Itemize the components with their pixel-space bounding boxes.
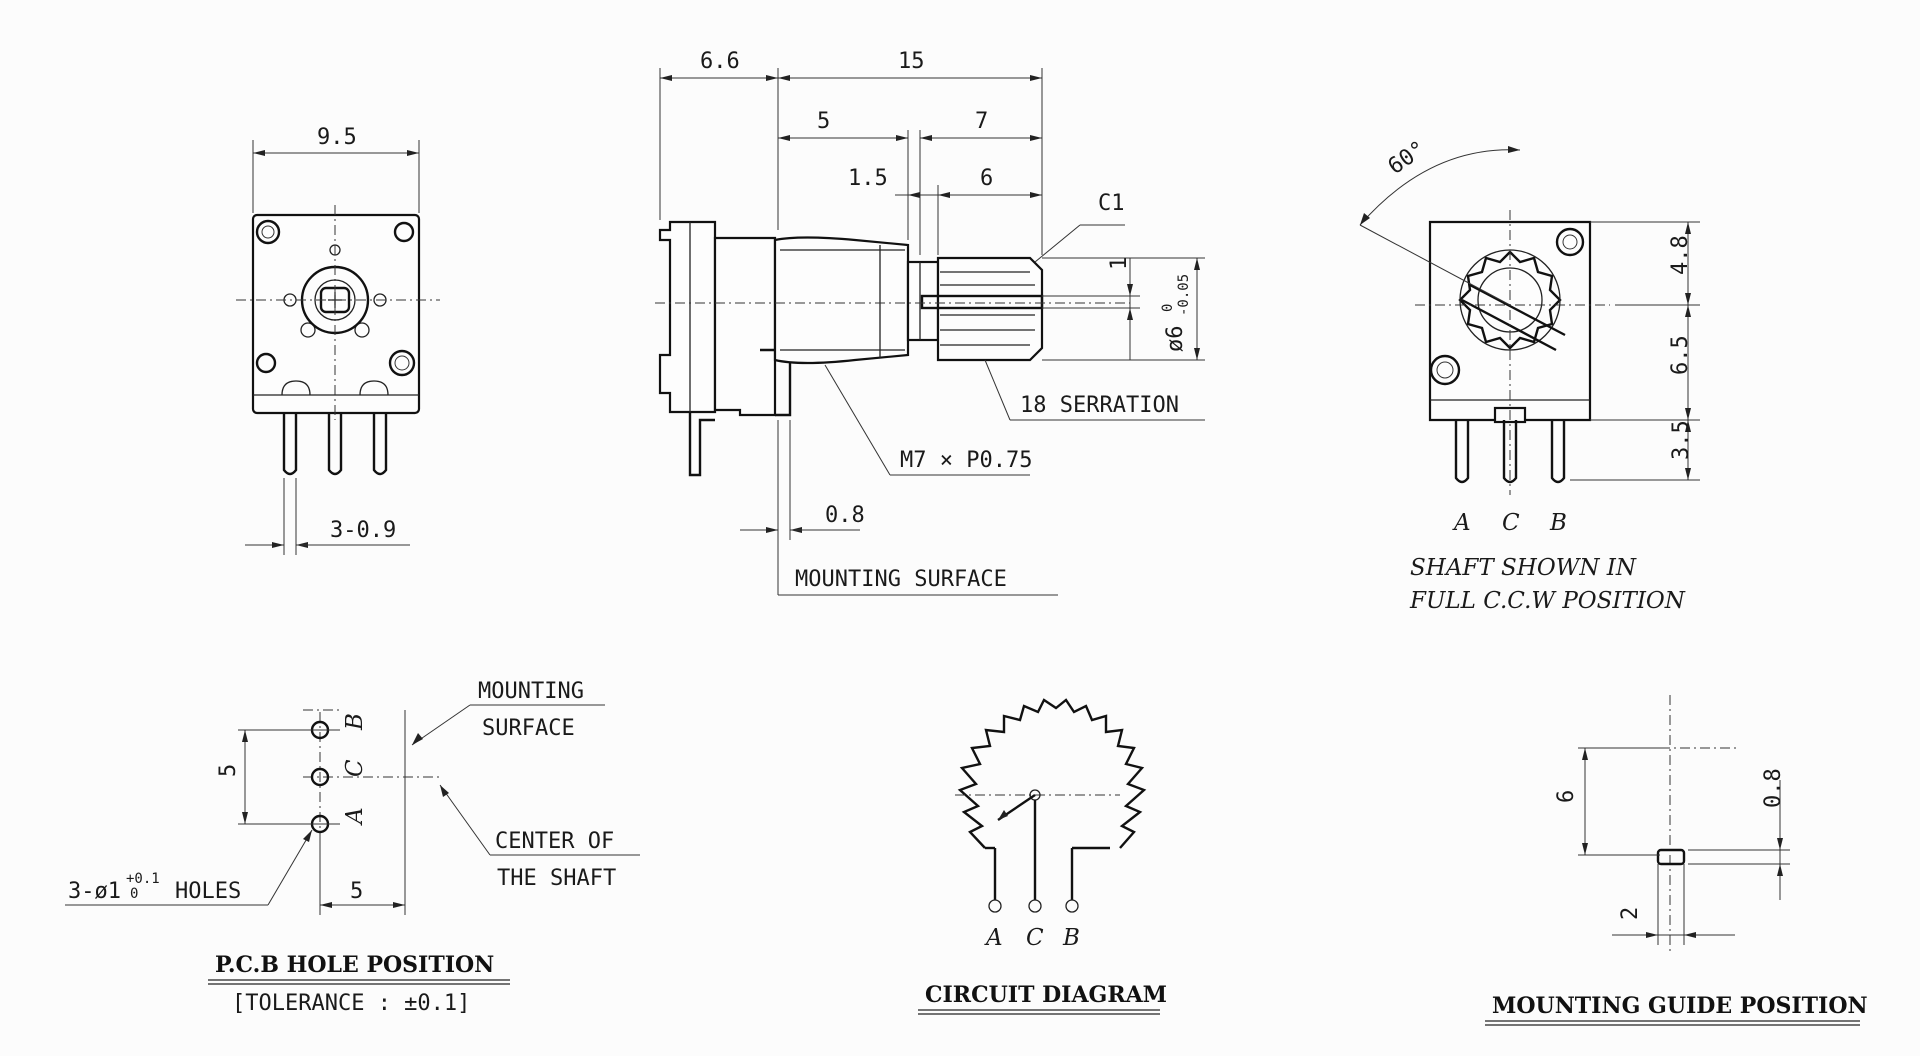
side-dim-6: 6 bbox=[980, 166, 993, 191]
pcb-mounting-line1: MOUNTING bbox=[478, 679, 584, 704]
pcb-center-line1: CENTER OF bbox=[495, 829, 614, 854]
pcb-pin-a: A bbox=[342, 807, 368, 826]
pcb-pin-c: C bbox=[342, 759, 368, 777]
rear-pin-a: A bbox=[1452, 510, 1471, 536]
side-dia: ø6 bbox=[1163, 326, 1188, 353]
rear-note-line2: FULL C.C.W POSITION bbox=[1409, 588, 1686, 614]
rear-angle: 60° bbox=[1384, 136, 1431, 179]
side-dim-6-6: 6.6 bbox=[700, 49, 740, 74]
side-dim-1-5: 1.5 bbox=[848, 166, 888, 191]
pcb-title: P.C.B HOLE POSITION bbox=[215, 952, 494, 978]
guide-dim-2: 2 bbox=[1618, 907, 1643, 920]
pcb-mounting-line2: SURFACE bbox=[482, 716, 575, 741]
side-dim-0-8: 0.8 bbox=[825, 503, 865, 528]
side-dim-1: 1 bbox=[1107, 257, 1132, 270]
side-chamfer: C1 bbox=[1098, 191, 1125, 216]
circuit-pin-b: B bbox=[1062, 925, 1080, 951]
pcb-holes-tol-top: +0.1 bbox=[126, 871, 160, 887]
side-thread: M7 × P0.75 bbox=[900, 448, 1032, 473]
side-serration: 18 SERRATION bbox=[1020, 393, 1179, 418]
side-dia-tol-top: 0 bbox=[1160, 304, 1176, 312]
rear-dim-6-5: 6.5 bbox=[1668, 335, 1693, 375]
pcb-holes-suffix: HOLES bbox=[175, 879, 241, 904]
circuit-diagram: A C B CIRCUIT DIAGRAM bbox=[918, 698, 1167, 1015]
side-dia-tol-bot: -0.05 bbox=[1176, 274, 1192, 316]
guide-title: MOUNTING GUIDE POSITION bbox=[1492, 993, 1868, 1019]
pcb-dim-vert: 5 bbox=[216, 764, 241, 777]
rear-note-line1: SHAFT SHOWN IN bbox=[1410, 555, 1637, 581]
front-pin-dim: 3-0.9 bbox=[330, 518, 396, 543]
mounting-guide-position: 6 0.8 2 MOUNTING GUIDE POSITION bbox=[1485, 695, 1868, 1026]
pcb-dim-horiz: 5 bbox=[350, 879, 363, 904]
rear-pin-b: B bbox=[1549, 510, 1567, 536]
rear-dim-4-8: 4.8 bbox=[1668, 235, 1693, 275]
pcb-holes-tol-bot: 0 bbox=[130, 886, 138, 902]
pcb-tolerance: [TOLERANCE : ±0.1] bbox=[232, 991, 470, 1016]
front-view: 9.5 3-0.9 bbox=[236, 125, 440, 555]
side-dim-15: 15 bbox=[898, 49, 925, 74]
pcb-holes-label: 3-ø1 bbox=[68, 879, 121, 904]
pcb-pin-b: B bbox=[342, 713, 368, 731]
circuit-pin-a: A bbox=[984, 925, 1003, 951]
front-width-dim: 9.5 bbox=[317, 125, 357, 150]
pcb-center-line2: THE SHAFT bbox=[497, 866, 616, 891]
rear-dim-3-5: 3.5 bbox=[1669, 420, 1694, 460]
circuit-title: CIRCUIT DIAGRAM bbox=[925, 982, 1167, 1008]
circuit-pin-c: C bbox=[1026, 925, 1044, 951]
side-mounting-surface: MOUNTING SURFACE bbox=[795, 567, 1007, 592]
rear-pin-c: C bbox=[1502, 510, 1520, 536]
pcb-hole-position: B C A 5 MOUNTING SURFACE CENTER OF THE S… bbox=[65, 679, 640, 1016]
guide-dim-6: 6 bbox=[1554, 790, 1579, 803]
guide-dim-0-8: 0.8 bbox=[1761, 768, 1786, 808]
side-view: 6.6 15 5 7 1.5 6 C1 1 ø6 0 -0.05 bbox=[655, 49, 1205, 596]
rear-view: 60° 4.8 6.5 3.5 A C B SHAFT SHOWN IN FUL… bbox=[1359, 136, 1700, 614]
side-dim-7: 7 bbox=[975, 109, 988, 134]
side-dim-5: 5 bbox=[817, 109, 830, 134]
